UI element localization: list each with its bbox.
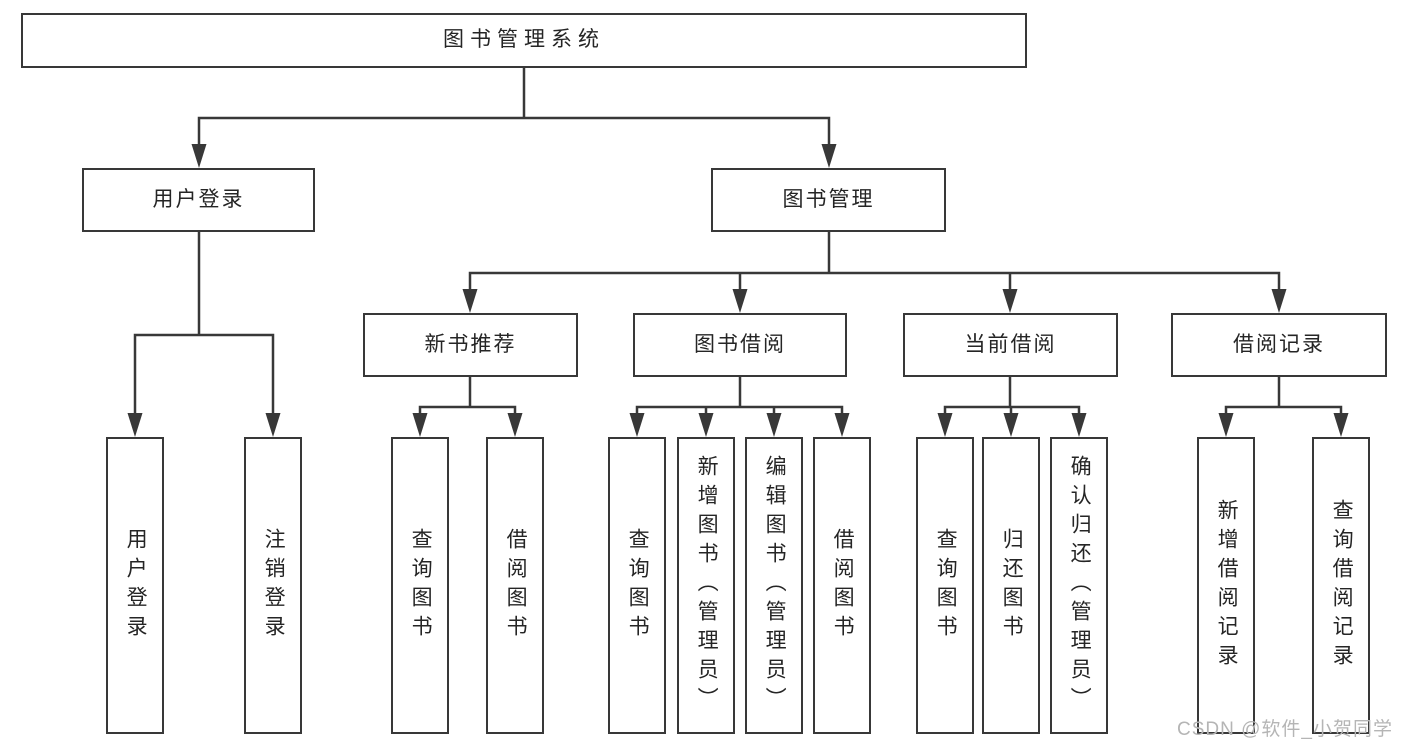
leaf-edit-books-admin-label: 编辑图书（管理员） (763, 455, 787, 716)
leaf-add-borrow-record-label: 新增借阅记录 (1215, 498, 1239, 673)
leaf-query-books-borrowing-label: 查询图书 (626, 527, 650, 644)
leaf-user-login-label: 用户登录 (124, 527, 148, 644)
node-book-management: 图书管理 (711, 168, 946, 232)
csdn-watermark: CSDN @软件_小贺同学 (1177, 719, 1393, 740)
leaf-query-books-current: 查询图书 (916, 437, 974, 734)
leaf-borrow-books-borrowing-label: 借阅图书 (831, 527, 855, 644)
node-user-login-label: 用户登录 (152, 187, 245, 211)
leaf-return-books-label: 归还图书 (1000, 527, 1024, 644)
node-book-borrowing-label: 图书借阅 (694, 332, 786, 356)
leaf-add-books-admin-label: 新增图书（管理员） (695, 455, 719, 716)
node-library-management-system-label: 图书管理系统 (443, 28, 605, 52)
node-borrowing-records: 借阅记录 (1171, 313, 1387, 377)
leaf-user-login: 用户登录 (106, 437, 164, 734)
node-borrowing-records-label: 借阅记录 (1233, 332, 1325, 356)
node-current-borrowing-label: 当前借阅 (964, 332, 1057, 356)
leaf-confirm-return-admin-label: 确认归还（管理员） (1068, 455, 1092, 716)
leaf-edit-books-admin: 编辑图书（管理员） (745, 437, 803, 734)
arrowheads (127, 144, 1349, 437)
leaf-add-borrow-record: 新增借阅记录 (1197, 437, 1255, 734)
node-user-login: 用户登录 (82, 168, 315, 232)
leaf-query-borrow-record-label: 查询借阅记录 (1330, 498, 1354, 673)
node-book-borrowing: 图书借阅 (633, 313, 847, 377)
leaf-confirm-return-admin: 确认归还（管理员） (1050, 437, 1108, 734)
leaf-return-books: 归还图书 (982, 437, 1040, 734)
leaf-logout: 注销登录 (244, 437, 302, 734)
leaf-borrow-books-recommend: 借阅图书 (486, 437, 544, 734)
leaf-add-books-admin: 新增图书（管理员） (677, 437, 735, 734)
leaf-query-books-borrowing: 查询图书 (608, 437, 666, 734)
node-new-book-recommendation: 新书推荐 (363, 313, 578, 377)
leaf-borrow-books-recommend-label: 借阅图书 (504, 527, 528, 644)
connector-paths (133, 66, 1343, 419)
leaf-query-books-recommend: 查询图书 (391, 437, 449, 734)
node-book-management-label: 图书管理 (782, 187, 875, 211)
node-new-book-recommendation-label: 新书推荐 (424, 332, 517, 356)
leaf-borrow-books-borrowing: 借阅图书 (813, 437, 871, 734)
leaf-query-books-current-label: 查询图书 (934, 527, 958, 644)
node-current-borrowing: 当前借阅 (903, 313, 1118, 377)
leaf-query-books-recommend-label: 查询图书 (409, 527, 433, 644)
node-library-management-system: 图书管理系统 (21, 13, 1027, 68)
leaf-query-borrow-record: 查询借阅记录 (1312, 437, 1370, 734)
leaf-logout-label: 注销登录 (262, 527, 286, 644)
